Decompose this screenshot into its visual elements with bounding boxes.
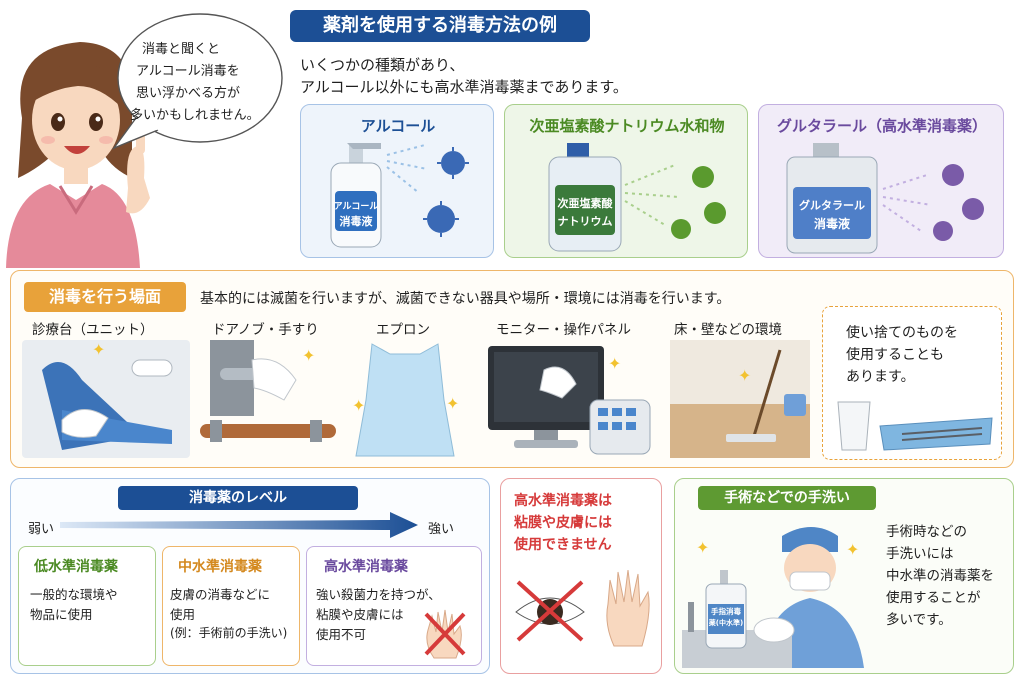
no-hand-icon bbox=[420, 608, 470, 660]
header-subtitle-1: いくつかの種類があり、 bbox=[300, 56, 465, 74]
agent-title-glutaral: グルタラール（高水準消毒薬） bbox=[776, 117, 987, 135]
scene-title-doorknob: ドアノブ・手すり bbox=[212, 322, 319, 338]
level-box-low bbox=[18, 546, 156, 666]
dental-unit-image bbox=[22, 340, 190, 458]
level-high-title: 高水準消毒薬 bbox=[324, 559, 408, 575]
handwash-line-1: 手術時などの bbox=[886, 524, 967, 540]
warning-line-3: 使用できません bbox=[514, 537, 612, 553]
header-subtitle-2: アルコール以外にも高水準消毒薬まであります。 bbox=[300, 78, 628, 96]
disposable-items-image bbox=[832, 392, 996, 454]
sparkle-icon: ✦ bbox=[446, 394, 460, 413]
agent-title-alcohol: アルコール bbox=[360, 117, 436, 135]
level-mid-title: 中水準消毒薬 bbox=[178, 559, 262, 575]
doorknob-image bbox=[200, 340, 336, 458]
sparkle-icon: ✦ bbox=[302, 346, 316, 365]
hand-icon bbox=[600, 568, 656, 648]
sparkle-icon: ✦ bbox=[738, 366, 752, 385]
sparkle-icon: ✦ bbox=[696, 538, 710, 557]
level-strong-label: 強い bbox=[428, 522, 455, 537]
bottle-label-glut-2: 消毒液 bbox=[813, 217, 850, 231]
speech-line-4: 多いかもしれません。 bbox=[130, 108, 260, 123]
level-low-title: 低水準消毒薬 bbox=[34, 559, 118, 575]
level-mid-line-1: 皮膚の消毒などに bbox=[170, 587, 271, 602]
no-eye-icon bbox=[510, 576, 590, 646]
scene-title-floor: 床・壁などの環境 bbox=[674, 322, 782, 338]
agent-card-hypochlorite: 次亜塩素酸ナトリウム水和物 次亜塩素酸 ナトリウム bbox=[504, 104, 748, 258]
scenes-description: 基本的には滅菌を行いますが、滅菌できない器具や場所・環境には消毒を行います。 bbox=[200, 291, 731, 307]
agent-card-glutaral: グルタラール（高水準消毒薬） グルタラール 消毒液 bbox=[758, 104, 1004, 258]
disposable-line-3: あります。 bbox=[846, 369, 915, 385]
disposable-line-1: 使い捨てのものを bbox=[846, 325, 958, 341]
level-high-line-2: 粘膜や皮膚には bbox=[316, 607, 404, 622]
scene-title-unit: 診療台（ユニット） bbox=[32, 322, 154, 338]
monitor-image bbox=[484, 340, 654, 458]
bottle-label-alcohol-2: 消毒液 bbox=[339, 215, 373, 228]
level-low-line-2: 物品に使用 bbox=[30, 607, 93, 622]
sparkle-icon: ✦ bbox=[92, 340, 106, 359]
speech-bubble: 消毒と聞くと アルコール消毒を 思い浮かべる方が 多いかもしれません。 bbox=[106, 8, 284, 158]
level-weak-label: 弱い bbox=[28, 522, 55, 537]
bottle-label-hypo-2: ナトリウム bbox=[557, 215, 613, 228]
handwash-label: 手術などでの手洗い bbox=[698, 486, 876, 510]
handwash-line-3: 中水準の消毒薬を bbox=[886, 568, 994, 584]
agent-title-hypochlorite: 次亜塩素酸ナトリウム水和物 bbox=[529, 117, 725, 135]
speech-line-1: 消毒と聞くと bbox=[142, 42, 221, 57]
sparkle-icon: ✦ bbox=[846, 540, 860, 559]
scene-title-apron: エプロン bbox=[376, 322, 430, 338]
scenes-label: 消毒を行う場面 bbox=[24, 282, 186, 312]
disposable-line-2: 使用することも bbox=[846, 347, 944, 363]
sparkle-icon: ✦ bbox=[608, 354, 622, 373]
level-arrow bbox=[60, 510, 420, 540]
surgeon-illustration bbox=[682, 512, 878, 668]
handwash-line-2: 手洗いには bbox=[886, 546, 954, 562]
handwash-line-5: 多いです。 bbox=[886, 612, 952, 628]
level-high-line-3: 使用不可 bbox=[316, 627, 367, 642]
levels-title: 消毒薬のレベル bbox=[118, 486, 358, 510]
sparkle-icon: ✦ bbox=[352, 396, 366, 415]
agent-card-alcohol: アルコール アルコール 消毒液 bbox=[300, 104, 494, 258]
handwash-line-4: 使用することが bbox=[886, 590, 981, 606]
speech-line-2: アルコール消毒を bbox=[136, 64, 240, 79]
bottle-label-hypo-1: 次亜塩素酸 bbox=[557, 197, 613, 210]
speech-line-3: 思い浮かべる方が bbox=[136, 86, 241, 101]
warning-line-2: 粘膜や皮膚には bbox=[514, 515, 612, 531]
handwash-bottle-label-2: 薬(中水準) bbox=[708, 619, 744, 627]
level-mid-line-3: (例：手術前の手洗い) bbox=[170, 626, 288, 640]
apron-image bbox=[350, 340, 460, 458]
page-title: 薬剤を使用する消毒方法の例 bbox=[290, 10, 590, 42]
level-box-mid bbox=[162, 546, 300, 666]
floor-wall-image bbox=[670, 340, 810, 458]
bottle-label-glut-1: グルタラール bbox=[799, 199, 865, 212]
warning-line-1: 高水準消毒薬は bbox=[514, 493, 612, 509]
scene-title-monitor: モニター・操作パネル bbox=[496, 322, 631, 338]
level-high-line-1: 強い殺菌力を持つが、 bbox=[316, 587, 441, 602]
level-mid-line-2: 使用 bbox=[170, 607, 196, 622]
bottle-label-alcohol-1: アルコール bbox=[333, 202, 379, 212]
handwash-bottle-label-1: 手指消毒 bbox=[711, 607, 741, 616]
level-low-line-1: 一般的な環境や bbox=[30, 587, 118, 602]
